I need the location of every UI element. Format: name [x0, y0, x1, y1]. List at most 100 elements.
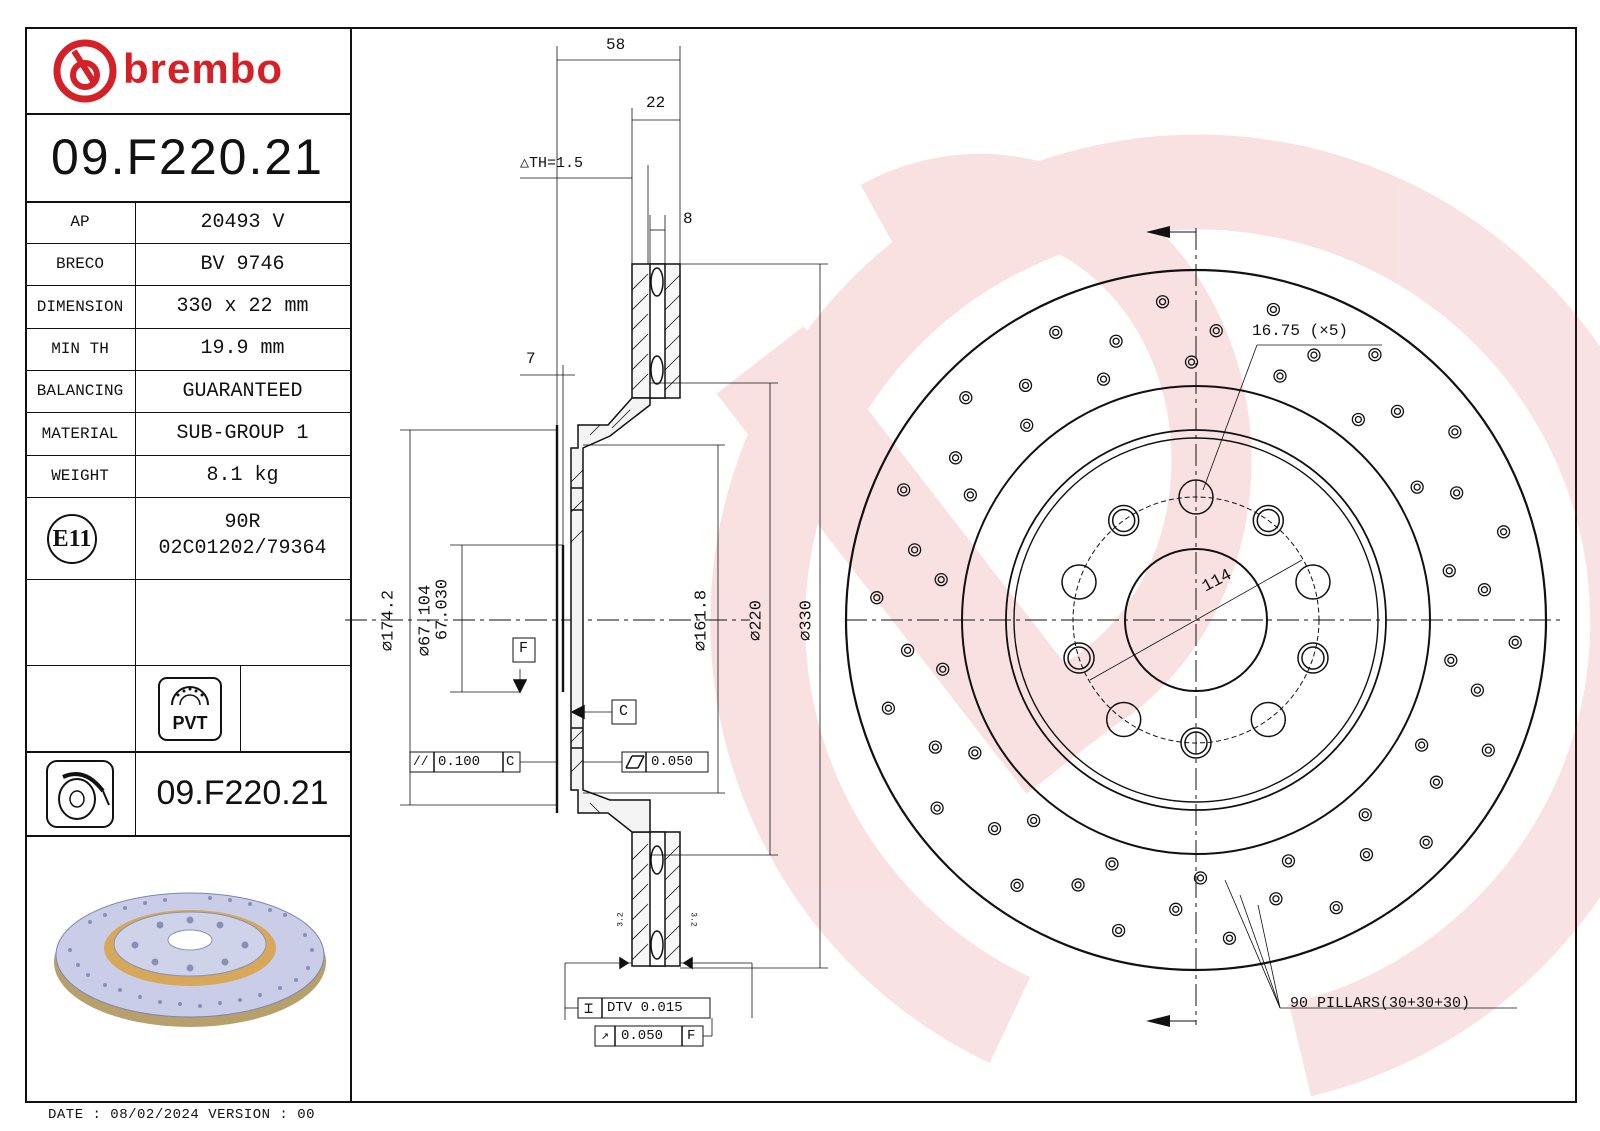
- bolt-hole: [1107, 504, 1140, 537]
- drill-hole: [1013, 881, 1021, 889]
- drill-hole: [1109, 334, 1123, 348]
- drill-hole: [900, 643, 915, 657]
- drill-hole: [937, 575, 945, 584]
- drill-hole: [963, 488, 977, 502]
- drill-hole: [884, 704, 893, 712]
- dim-220: ∅220: [747, 600, 767, 641]
- drill-hole: [1332, 903, 1340, 912]
- bolt-holes: [1061, 479, 1331, 759]
- dim-7: 7: [526, 350, 536, 368]
- drill-hole: [936, 662, 950, 676]
- drill-hole: [1359, 847, 1374, 862]
- drill-hole: [1511, 638, 1519, 646]
- drill-hole: [1049, 325, 1063, 340]
- drill-hole: [1105, 857, 1119, 871]
- dim-67b: 67.030: [433, 578, 453, 641]
- drill-hole: [903, 646, 912, 654]
- brand-logo: brembo: [25, 27, 350, 115]
- footer-date: DATE : 08/02/2024 VERSION : 00: [48, 1107, 316, 1123]
- drill-hole: [948, 451, 963, 465]
- drill-hole: [1273, 369, 1287, 383]
- brembo-watermark: [710, 134, 1600, 1097]
- roughness-right: 3.2: [688, 912, 698, 927]
- pillars-label: 90 PILLARS(30+30+30): [1290, 995, 1471, 1012]
- drill-hole: [968, 746, 982, 760]
- drill-hole: [933, 804, 941, 812]
- drill-hole: [1266, 302, 1281, 317]
- drill-hole: [1269, 892, 1283, 906]
- flatness-value: 0.050: [651, 754, 694, 770]
- drill-hole: [1112, 337, 1120, 345]
- drill-hole: [934, 572, 948, 587]
- bolt-hole-inner: [1067, 646, 1091, 670]
- drill-hole: [1473, 686, 1482, 694]
- dim-22: 22: [646, 94, 666, 112]
- drill-hole: [1111, 923, 1126, 938]
- parallel-ref: C: [506, 754, 515, 770]
- drill-hole: [1310, 351, 1318, 359]
- part-number: 09.F220.21: [25, 113, 350, 203]
- drill-hole: [959, 391, 973, 405]
- bolt-hole-inner: [1111, 508, 1136, 533]
- section-view: [345, 46, 828, 1047]
- part-number-row: 09.F220.21: [25, 751, 350, 837]
- drill-hole: [1499, 528, 1508, 536]
- drill-hole: [1480, 586, 1489, 594]
- drill-hole: [990, 824, 999, 833]
- pvt-icon: PVT: [158, 677, 222, 741]
- drill-hole: [1413, 483, 1421, 491]
- drill-hole: [1029, 816, 1038, 825]
- drill-hole: [1281, 854, 1296, 868]
- drill-hole: [1052, 328, 1060, 337]
- spec-value: 8.1 kg: [206, 464, 279, 488]
- drill-hole: [1484, 746, 1492, 754]
- dim-330: ∅330: [797, 600, 817, 641]
- drill-hole: [1418, 741, 1426, 749]
- dim-8: 8: [683, 210, 693, 228]
- drill-hole: [931, 743, 939, 751]
- drill-hole: [1071, 878, 1085, 892]
- drill-hole: [1184, 355, 1199, 369]
- datum-c: C: [619, 703, 629, 720]
- disc-thumbnail: [54, 892, 326, 1027]
- drill-hole: [1193, 871, 1208, 885]
- drill-hole: [966, 491, 974, 499]
- drill-hole: [1445, 567, 1453, 575]
- drill-hole: [1451, 428, 1459, 436]
- bolt-hole: [1063, 642, 1095, 674]
- drill-hole: [1470, 683, 1485, 697]
- bolt-hole: [1252, 504, 1285, 537]
- bolt-hole: [1250, 701, 1287, 738]
- drill-hole: [1269, 305, 1278, 314]
- drill-hole: [1450, 486, 1464, 500]
- pvt-row: PVT: [25, 665, 350, 753]
- drill-hole: [1172, 905, 1180, 913]
- pvt-label: PVT: [172, 713, 208, 733]
- spec-key: AP: [25, 201, 136, 243]
- drill-hole: [1362, 850, 1371, 859]
- drill-hole: [1155, 295, 1170, 309]
- drill-hole: [1307, 348, 1321, 362]
- drill-hole: [1099, 375, 1108, 383]
- part-number-small: 09.F220.21: [156, 774, 329, 812]
- parallel-value: 0.100: [438, 754, 481, 770]
- drill-hole: [1209, 324, 1223, 338]
- drill-hole: [881, 701, 896, 715]
- drill-hole: [873, 594, 881, 602]
- dim-67a: ∅67.104: [416, 584, 436, 657]
- spec-value: 19.9 mm: [200, 337, 285, 361]
- drill-hole: [1074, 881, 1082, 889]
- dim-161: ∅161.8: [692, 589, 712, 652]
- homologation-code: 90R: [224, 511, 261, 534]
- spec-value: SUB-GROUP 1: [176, 422, 309, 445]
- bolt-hole: [1178, 479, 1214, 515]
- drill-hole: [1422, 838, 1430, 846]
- drill-hole: [1415, 738, 1429, 752]
- drill-hole: [1354, 415, 1363, 424]
- drill-hole: [939, 665, 947, 673]
